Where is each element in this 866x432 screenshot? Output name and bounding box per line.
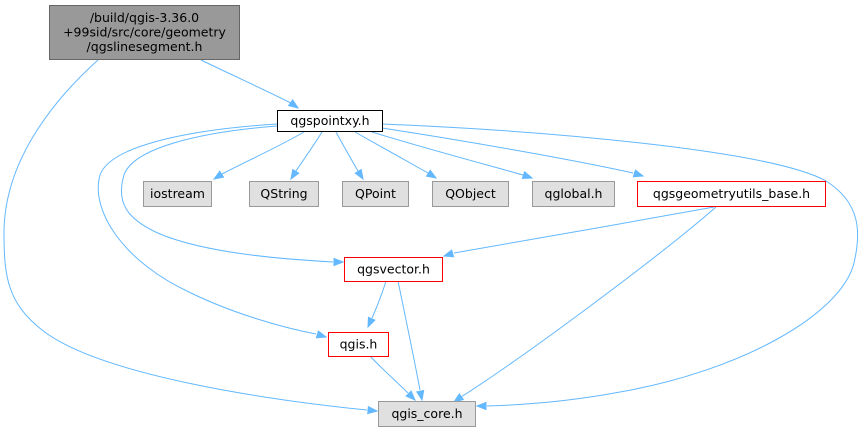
edge-qgspointxy-to-iostream [212, 131, 305, 180]
nodes-layer: /build/qgis-3.36.0+99sid/src/core/geomet… [49, 5, 826, 427]
edge-line [200, 59, 292, 104]
node-box [532, 181, 615, 207]
edge-qgspointxy-to-qglobal [371, 131, 534, 180]
arrowhead [212, 170, 225, 180]
arrowhead [452, 393, 465, 403]
edge-qgspointxy-to-qgsgeometryutils_base [381, 127, 645, 178]
arrowhead [290, 168, 300, 181]
edge-root-to-qgspointxy [200, 59, 300, 109]
node-label: qgsvector.h [357, 262, 430, 277]
node-label: QPoint [355, 186, 396, 201]
node-root[interactable]: /build/qgis-3.36.0+99sid/src/core/geomet… [49, 5, 240, 60]
node-box [432, 181, 509, 207]
node-qglobal[interactable]: qglobal.h [532, 181, 615, 207]
arrowhead [367, 405, 379, 415]
arrowhead [405, 390, 416, 401]
edge-line [369, 355, 409, 394]
edge-line [371, 280, 387, 319]
edge-line [354, 131, 429, 174]
arrowhead [632, 169, 645, 178]
edge-qgspointxy-to-qobject [354, 131, 438, 179]
edge-qgspointxy-to-qpoint [335, 131, 364, 181]
edge-line [3, 59, 368, 411]
node-label: +99sid/src/core/geometry [63, 25, 226, 40]
edge-line [97, 123, 317, 335]
edge-qgspointxy-to-qgis [97, 123, 328, 339]
node-box [328, 332, 389, 357]
arrowhead [367, 316, 376, 329]
edge-qgspointxy-to-qstring [290, 131, 323, 181]
arrowhead [442, 249, 455, 258]
edge-line [460, 206, 717, 398]
node-box [344, 257, 443, 282]
node-label: qgis.h [340, 337, 378, 352]
node-qobject[interactable]: QObject [432, 181, 509, 207]
arrowhead [415, 389, 425, 402]
node-label: /build/qgis-3.36.0 [90, 10, 199, 25]
node-box [342, 181, 409, 207]
edge-root-to-qgis_core [3, 59, 379, 415]
node-label: qgspointxy.h [290, 113, 369, 128]
node-qstring[interactable]: QString [249, 181, 319, 207]
edge-qgsgeometryutils_base-to-qgis_core [452, 206, 717, 403]
arrowhead [475, 401, 487, 411]
node-iostream[interactable]: iostream [143, 181, 212, 207]
node-label: qgsgeometryutils_base.h [653, 186, 810, 201]
arrowhead [354, 168, 364, 181]
edge-qgsvector-to-qgis_core [397, 280, 425, 402]
node-qgis[interactable]: qgis.h [328, 332, 389, 357]
node-label: qgis_core.h [391, 406, 462, 421]
edge-line [397, 280, 421, 391]
node-qgsgeometryutils-base[interactable]: qgsgeometryutils_base.h [637, 181, 826, 207]
arrowhead [287, 99, 300, 109]
node-label: iostream [150, 186, 205, 201]
node-label: QString [260, 186, 307, 201]
edges-layer [3, 59, 859, 415]
node-qgspointxy[interactable]: qgspointxy.h [277, 110, 383, 132]
edge-line [381, 127, 634, 174]
edge-qgsvector-to-qgis [367, 280, 387, 329]
node-box [378, 401, 476, 427]
arrowhead [315, 330, 328, 339]
edge-qgsgeometryutils_base-to-qgsvector [442, 206, 715, 258]
edge-line [335, 131, 359, 172]
node-qpoint[interactable]: QPoint [342, 181, 409, 207]
node-label: /qgslinesegment.h [87, 39, 203, 54]
edge-qgis-to-qgis_core [369, 355, 416, 401]
node-box [49, 5, 240, 60]
arrowhead [425, 169, 438, 179]
edge-line [120, 125, 334, 263]
edge-line [381, 123, 859, 407]
node-box [143, 181, 212, 207]
node-label: QObject [445, 186, 496, 201]
node-box [637, 181, 826, 207]
arrowhead [333, 257, 345, 267]
edge-line [221, 131, 305, 175]
node-qgsvector[interactable]: qgsvector.h [344, 257, 443, 282]
node-box [249, 181, 319, 207]
node-qgis-core[interactable]: qgis_core.h [378, 401, 476, 427]
edge-qgspointxy-to-qgsvector [120, 125, 345, 267]
node-box [277, 110, 383, 132]
arrowhead [521, 170, 534, 180]
edge-line [453, 206, 715, 254]
node-label: qglobal.h [545, 186, 603, 201]
edge-line [371, 131, 524, 176]
edge-line [295, 131, 323, 172]
edge-qgspointxy-to-qgis_core [381, 123, 859, 411]
